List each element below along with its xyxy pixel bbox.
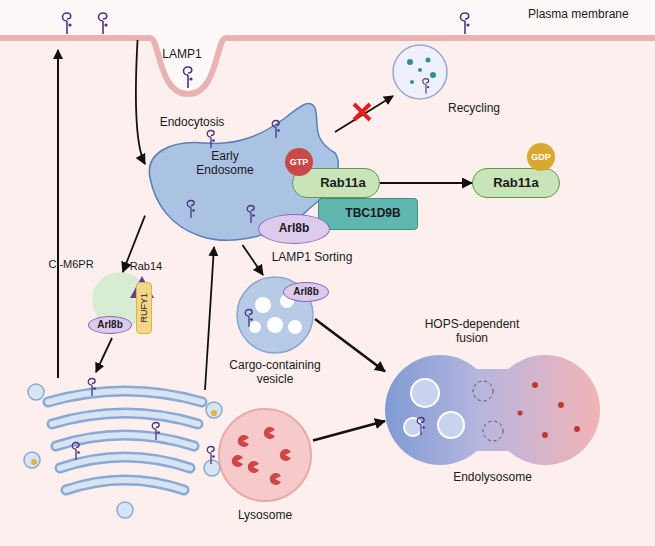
- lysosome-outline: [217, 407, 313, 503]
- gdp-badge-text: GDP: [531, 152, 551, 162]
- arl-protein-text: Arl8b: [279, 222, 310, 236]
- flow-arrow: [136, 40, 145, 164]
- lysosome-text: Lysosome: [217, 509, 313, 523]
- flow-arrow: [315, 319, 385, 372]
- plasma-membrane-text: Plasma membrane: [528, 8, 653, 22]
- rab-protein: Rab11a: [472, 168, 560, 198]
- transport-vesicle-text: CI-M6PR: [40, 258, 102, 271]
- endolysosome: Endolysosome: [385, 355, 600, 465]
- plasma-membrane: Plasma membrane: [0, 0, 655, 40]
- rab-protein-text: Rab11a: [493, 176, 539, 191]
- flow-arrow: [380, 182, 472, 184]
- flow-arrow: [313, 421, 385, 441]
- arl-protein-text: Arl8b: [97, 319, 123, 331]
- annotation-label: Recycling: [436, 102, 512, 116]
- gtp-badge-text: GTP: [290, 157, 309, 167]
- early-endosome-text: Early Endosome: [185, 150, 265, 178]
- endolysosome-outline: [385, 355, 600, 465]
- adaptor-protein-text: RUFY1: [139, 293, 149, 323]
- cargo-vesicle: Cargo-containing vesicleArl8b: [235, 275, 315, 355]
- lysosome: Lysosome: [217, 407, 313, 503]
- gap-protein-text: TBC1D9B: [345, 207, 400, 221]
- flow-arrow: [243, 245, 264, 275]
- arl-protein-text: Arl8b: [293, 286, 319, 298]
- arrow-label: LAMP1 Sorting: [262, 251, 362, 265]
- adaptor-protein: RUFY1: [136, 282, 152, 334]
- annotation-label: HOPS-dependent fusion: [418, 318, 526, 346]
- rab-triangle-text: Rab14: [126, 260, 166, 273]
- cargo-vesicle-text: Cargo-containing vesicle: [223, 359, 327, 387]
- transport-vesicle: CI-M6PRRab14Arl8bRUFY1: [92, 272, 148, 328]
- arl-protein: Arl8b: [283, 282, 329, 302]
- rab-protein-text: Rab11a: [320, 176, 366, 191]
- annotation-label: LAMP1: [156, 48, 208, 62]
- gtp-badge: GTP: [285, 148, 313, 176]
- arl-protein: Arl8b: [88, 316, 132, 334]
- gdp-badge: GDP: [527, 143, 555, 171]
- endolysosome-text: Endolysosome: [440, 471, 545, 485]
- gap-protein: TBC1D9B: [318, 198, 418, 230]
- arrow-label: Endocytosis: [150, 116, 234, 130]
- arl-protein: Arl8b: [258, 214, 330, 244]
